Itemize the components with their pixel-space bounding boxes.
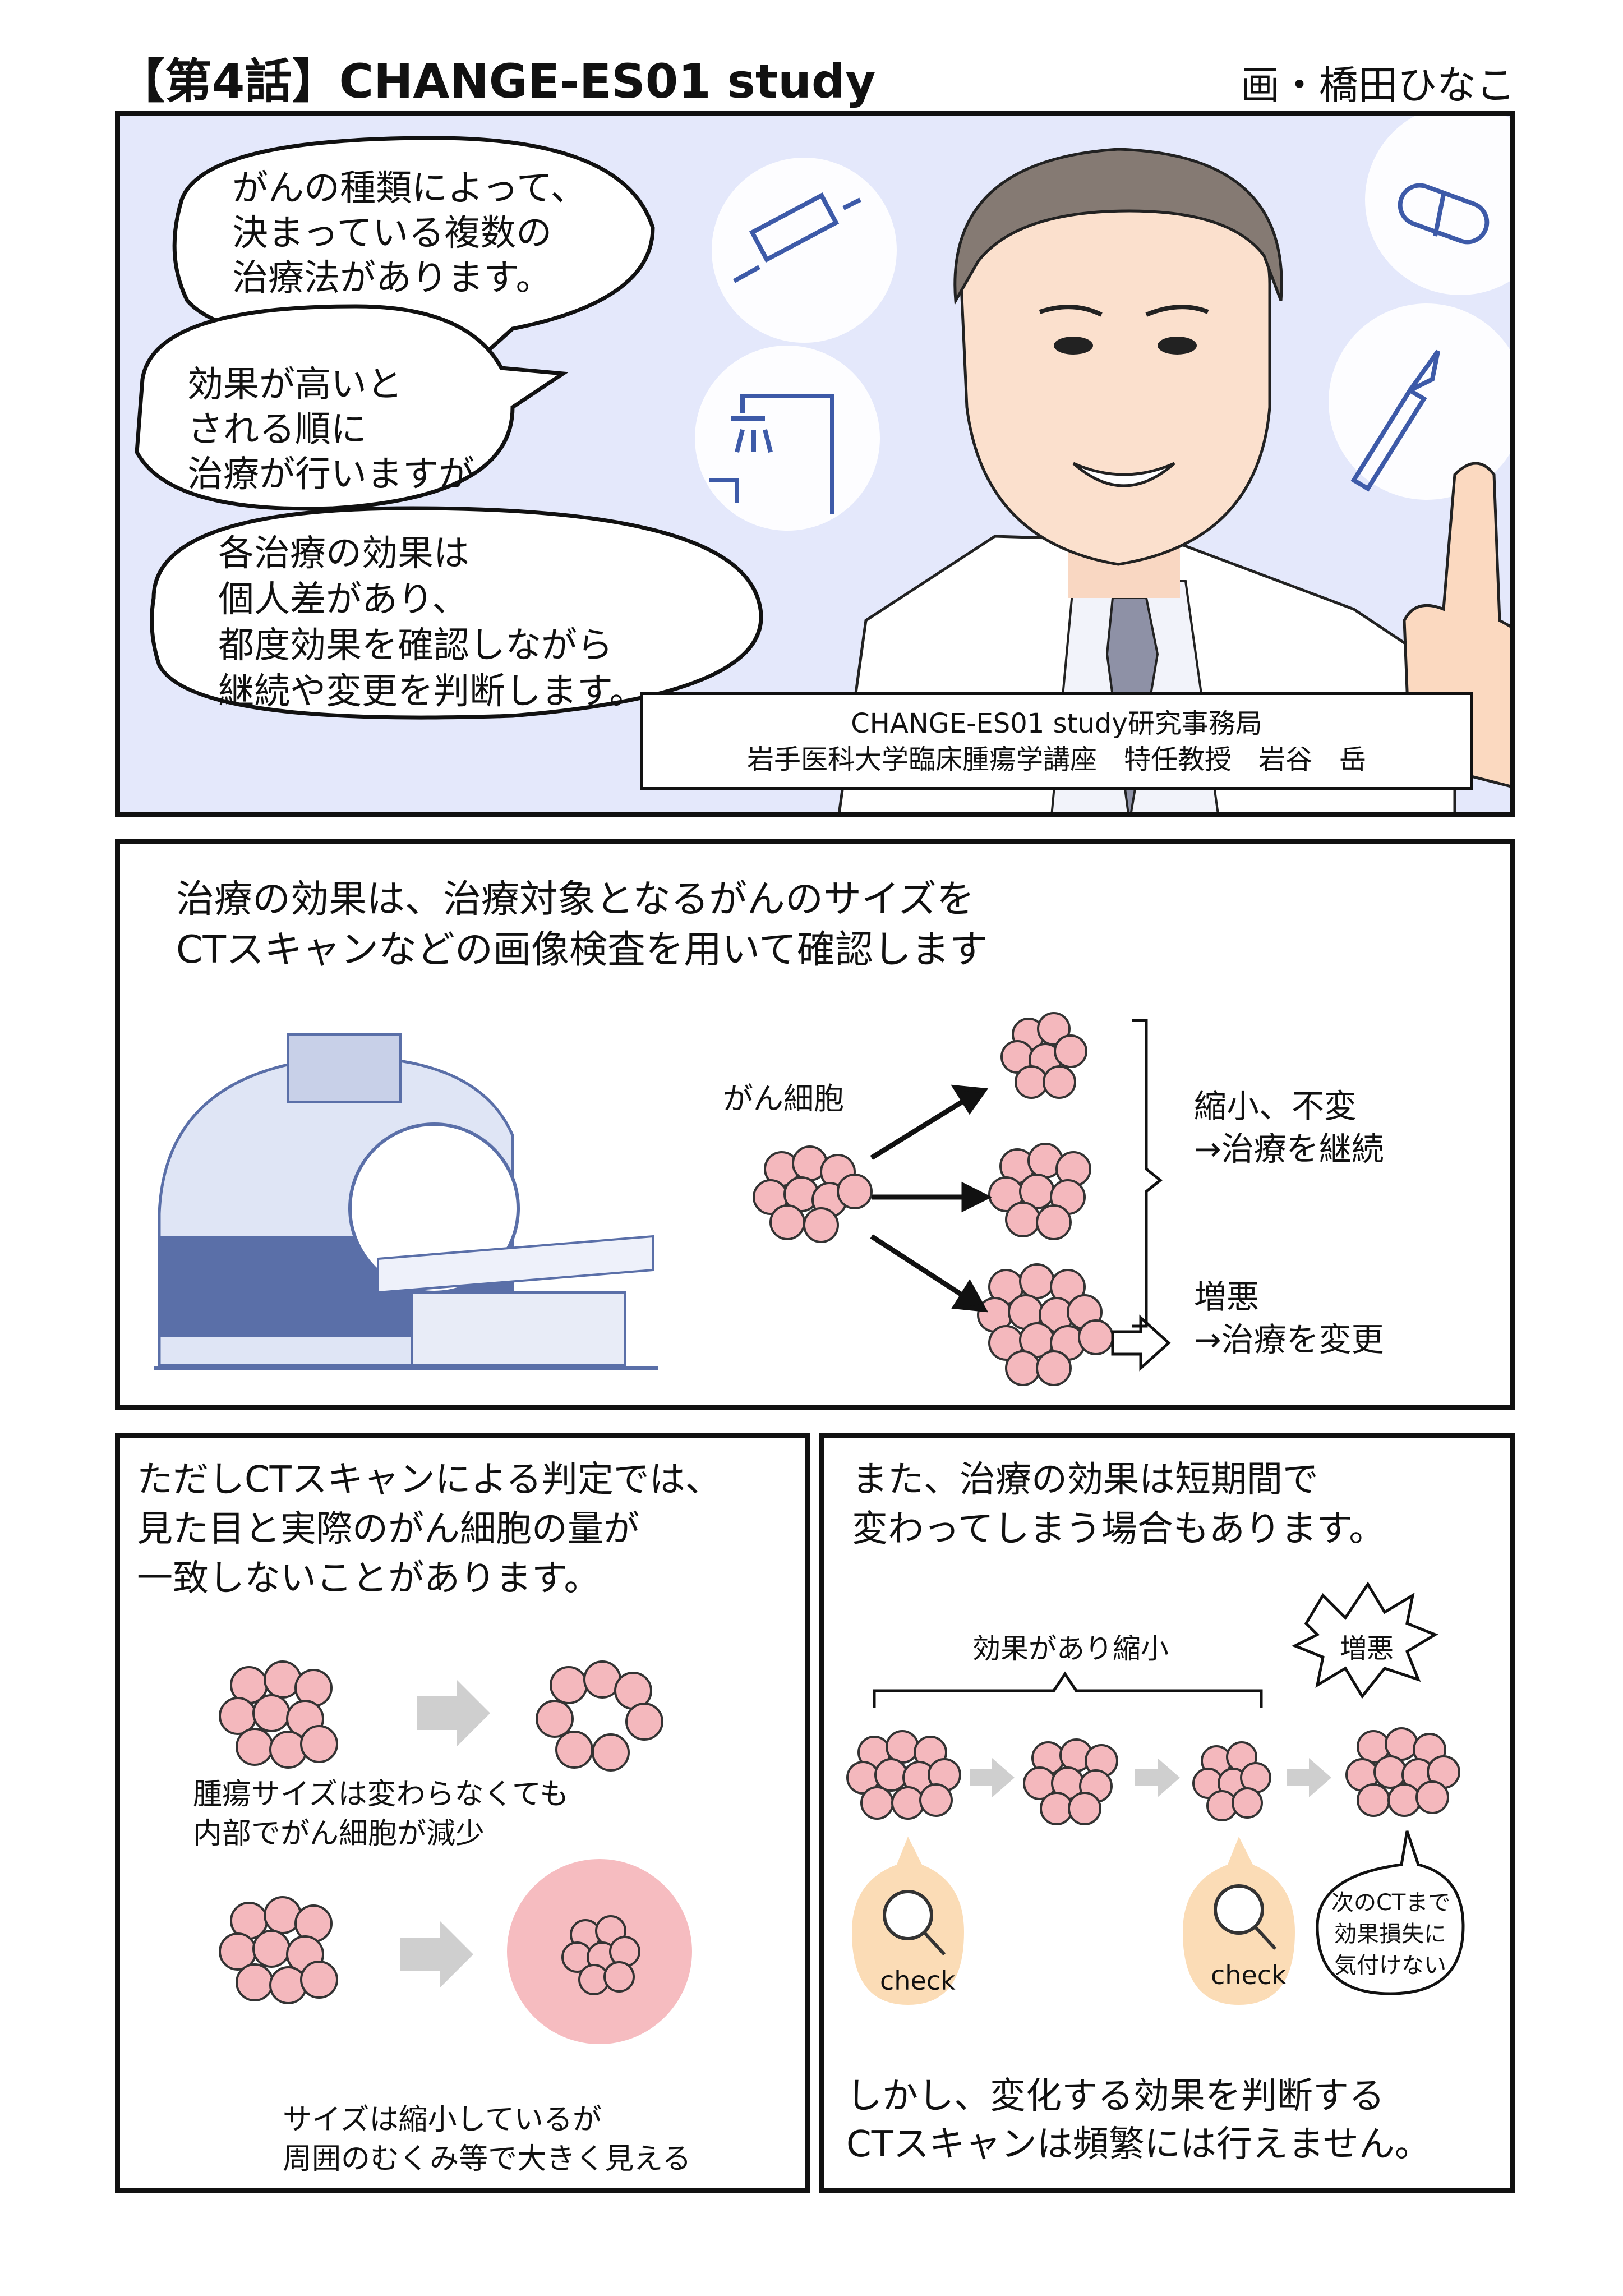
check-label-1: check bbox=[880, 1966, 956, 1996]
panel-2-text: 治療の効果は、治療対象となるがんのサイズを CTスキャンなどの画像検査を用いて確… bbox=[176, 877, 988, 972]
note-2-text: サイズは縮小しているが 周囲のむくみ等で大きく見える bbox=[283, 2103, 691, 2176]
timeline-cells-2 bbox=[1023, 1738, 1118, 1825]
cell-cluster-after-2 bbox=[561, 1915, 640, 1995]
artist-credit: 画・橋田ひなこ bbox=[1241, 62, 1515, 108]
panel-4-text: また、治療の効果は短期間で 変わってしまう場合もあります。 bbox=[852, 1459, 1385, 1550]
panel-3-mismatch: ただしCTスキャンによる判定では、 見た目と実際のがん細胞の量が 一致しないこと… bbox=[115, 1433, 810, 2193]
speech-bubble-3 bbox=[150, 506, 763, 720]
bubble-1-text: がんの種類によって、 決まっている複数の 治療法があります。 bbox=[232, 168, 587, 299]
pill-icon-circle bbox=[1365, 116, 1510, 295]
bracket-label: 効果があり縮小 bbox=[972, 1632, 1169, 1665]
cancer-cell-label: がん細胞 bbox=[723, 1081, 844, 1116]
right-eyebrow bbox=[1145, 305, 1209, 317]
conclusion-text: しかし、変化する効果を判断する CTスキャンは頻繁には行えません。 bbox=[846, 2076, 1431, 2165]
stable-cell-cluster bbox=[988, 1143, 1091, 1240]
timeline-arrow-2 bbox=[1135, 1758, 1180, 1797]
doctor-illustration bbox=[135, 116, 1510, 812]
timeline-arrow-3 bbox=[1287, 1758, 1331, 1797]
cancer-cell-cluster bbox=[753, 1145, 873, 1243]
timeline-cells-1 bbox=[846, 1730, 961, 1820]
shower-icon bbox=[709, 394, 834, 514]
loss-speech-bubble bbox=[1316, 1830, 1465, 1995]
branch-arrows bbox=[870, 1084, 993, 1313]
speech-bubble-2 bbox=[135, 304, 569, 511]
scalpel-icon bbox=[1350, 349, 1440, 492]
caption-box bbox=[640, 692, 1473, 790]
page-title: 【第4話】CHANGE-ES01 study bbox=[118, 54, 876, 109]
cell-cluster-before-2 bbox=[219, 1896, 338, 2004]
ct-diagram bbox=[154, 1012, 1171, 1386]
grown-cell-cluster bbox=[977, 1263, 1114, 1386]
panel-1-doctor: がんの種類によって、 決まっている複数の 治療法があります。 効果が高いと され… bbox=[115, 111, 1515, 817]
syringe-icon-circle bbox=[712, 158, 897, 343]
cell-cluster-after-1 bbox=[536, 1660, 663, 1772]
panel-3-text: ただしCTスキャンによる判定では、 見た目と実際のがん細胞の量が 一致しないこと… bbox=[137, 1459, 721, 1599]
shower-icon-circle bbox=[695, 346, 880, 531]
burst-shape bbox=[1291, 1581, 1438, 1699]
panel-4-timeline: また、治療の効果は短期間で 変わってしまう場合もあります。 bbox=[819, 1433, 1515, 2193]
right-eye bbox=[1158, 337, 1197, 355]
gray-arrow-icon-2 bbox=[400, 1921, 473, 1988]
timeline-cells-4 bbox=[1345, 1727, 1460, 1817]
timeline-arrow-1 bbox=[970, 1758, 1015, 1797]
left-eyebrow bbox=[1039, 305, 1103, 317]
magnifier-icon-2 bbox=[1214, 1884, 1277, 1950]
gray-arrow-icon bbox=[417, 1680, 490, 1747]
outline-arrow-icon bbox=[1111, 1314, 1171, 1372]
check-label-2: check bbox=[1211, 1960, 1287, 1990]
hair bbox=[953, 148, 1283, 306]
ct-scanner-illustration bbox=[154, 1033, 658, 1370]
bracket bbox=[1132, 1019, 1163, 1328]
loss-speech-text: 次のCTまで 効果損失に 気付けない bbox=[1331, 1890, 1451, 1978]
bubble-2-text: 効果が高いと される順に 治療が行いますが bbox=[187, 364, 474, 495]
result-change-text: 増悪 →治療を変更 bbox=[1194, 1278, 1384, 1359]
cell-cluster-before-1 bbox=[219, 1660, 338, 1769]
mismatch-diagram bbox=[219, 1660, 692, 2044]
result-continue-text: 縮小、不変 →治療を継続 bbox=[1194, 1087, 1384, 1168]
timeline-cells-3 bbox=[1192, 1741, 1271, 1821]
bubble-3-text: 各治療の効果は 個人差があり、 都度効果を確認しながら 継続や変更を判断します。 bbox=[218, 533, 645, 712]
pill-icon bbox=[1398, 183, 1490, 245]
caption-text: CHANGE-ES01 study研究事務局 岩手医科大学臨床腫瘍学講座 特任教… bbox=[746, 708, 1366, 775]
timeline-diagram bbox=[846, 1581, 1465, 2005]
panel-2-ct-scan: 治療の効果は、治療対象となるがんのサイズを CTスキャンなどの画像検査を用いて確… bbox=[115, 839, 1515, 1410]
syringe-icon bbox=[733, 192, 861, 283]
note-1-text: 腫瘍サイズは変わらなくても 内部でがん細胞が減少 bbox=[193, 1778, 569, 1851]
magnifier-icon bbox=[883, 1890, 946, 1956]
burst-label: 増悪 bbox=[1340, 1633, 1394, 1664]
timeline-bracket bbox=[873, 1671, 1263, 1708]
shrunk-cell-cluster bbox=[1000, 1012, 1087, 1099]
left-eye bbox=[1054, 337, 1093, 355]
mouth bbox=[1072, 462, 1175, 487]
